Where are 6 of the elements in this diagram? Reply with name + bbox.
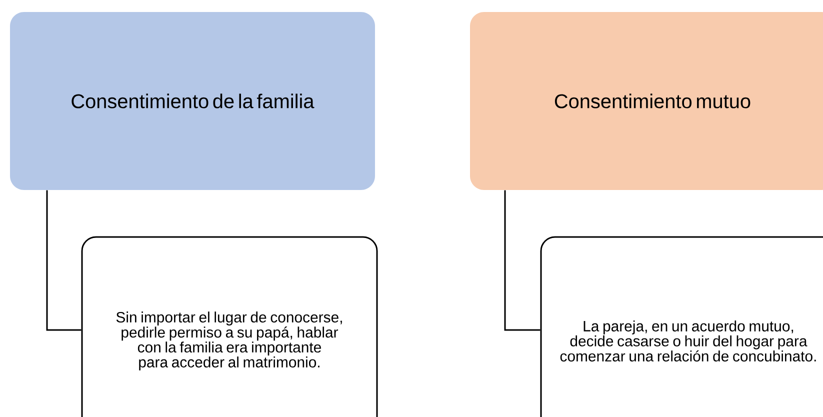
heading-box: Consentimiento de la familia [10,12,375,190]
connector-line [504,190,540,331]
heading-box: Consentimiento mutuo [470,12,823,190]
text-box: La pareja, en un acuerdo mutuo, decide casarse o huir del hogar para comenzar una relación de concubinato. [540,236,823,417]
text-box: Sin importar el lugar de conocerse, pedirle permiso a su papá, hablar con la familia era importante para acceder al matrimonio. [81,236,378,417]
connector-line [46,190,82,331]
